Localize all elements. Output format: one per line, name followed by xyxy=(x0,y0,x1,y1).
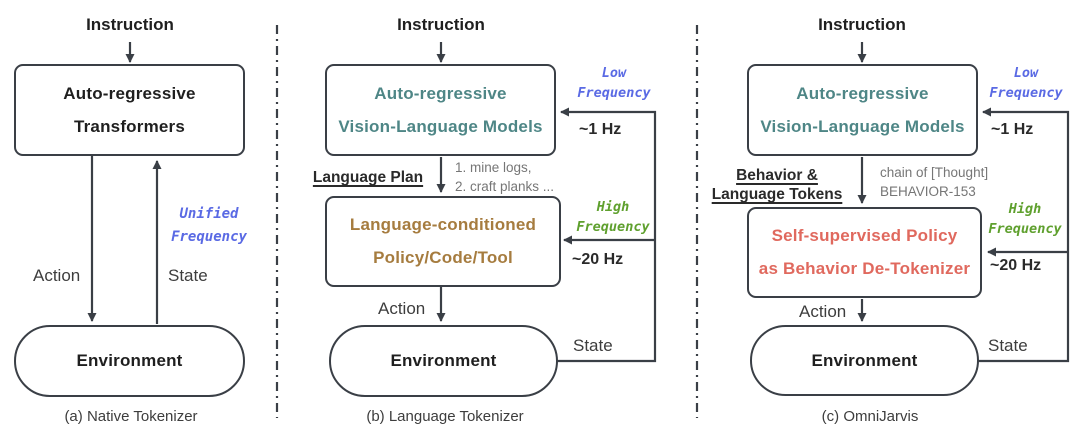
b-policy-box: Language-conditioned Policy/Code/Tool xyxy=(325,196,561,287)
b-state-label: State xyxy=(573,336,613,355)
a-caption: (a) Native Tokenizer xyxy=(64,408,198,425)
c-behavior-tokens-label: Behavior & Language Tokens xyxy=(711,167,843,203)
b-language-plan-label: Language Plan xyxy=(312,169,424,186)
a-transformers-line2: Transformers xyxy=(73,116,186,136)
c-state-label: State xyxy=(988,336,1028,355)
b-high-frequency-note: High Frequency xyxy=(576,199,650,235)
b-environment-box: Environment xyxy=(329,325,558,397)
c-low-frequency-note: Low Frequency xyxy=(989,65,1063,101)
b-policy-line2: Policy/Code/Tool xyxy=(373,248,513,267)
b-low-rate: ~1 Hz xyxy=(579,121,622,138)
c-detokenizer-line2: as Behavior De-Tokenizer xyxy=(758,259,971,278)
c-vlm-line1: Auto-regressive xyxy=(796,83,929,103)
c-instruction-label: Instruction xyxy=(818,15,906,34)
a-environment-box: Environment xyxy=(14,325,245,397)
a-transformers-line1: Auto-regressive xyxy=(63,83,196,103)
b-environment-label: Environment xyxy=(390,351,497,370)
c-environment-label: Environment xyxy=(811,350,918,370)
c-high-frequency-note: High Frequency xyxy=(988,201,1062,237)
c-environment-box: Environment xyxy=(750,325,979,396)
b-vlm-line2: Vision-Language Models xyxy=(338,116,543,136)
c-action-label: Action xyxy=(799,302,847,321)
c-caption: (c) OmniJarvis xyxy=(821,408,919,425)
a-environment-label: Environment xyxy=(76,351,183,370)
b-plan-note: 1. mine logs, 2. craft planks ... xyxy=(455,160,555,194)
a-unified-frequency-note: Unified Frequency xyxy=(171,206,247,245)
b-action-label: Action xyxy=(378,299,426,318)
c-tokens-note: chain of [Thought] BEHAVIOR-153 xyxy=(880,165,989,199)
b-caption: (b) Language Tokenizer xyxy=(366,408,524,425)
b-instruction-label: Instruction xyxy=(397,15,485,34)
c-high-rate: ~20 Hz xyxy=(990,257,1042,274)
a-transformers-box: Auto-regressive Transformers xyxy=(14,64,245,156)
b-vlm-box: Auto-regressive Vision-Language Models xyxy=(325,64,556,156)
c-vlm-line2: Vision-Language Models xyxy=(760,116,965,136)
a-action-label: Action xyxy=(33,266,81,285)
c-detokenizer-line1: Self-supervised Policy xyxy=(771,226,958,245)
b-vlm-line1: Auto-regressive xyxy=(374,83,507,103)
c-vlm-box: Auto-regressive Vision-Language Models xyxy=(747,64,978,156)
a-state-label: State xyxy=(168,266,208,285)
b-policy-line1: Language-conditioned xyxy=(349,215,537,234)
c-detokenizer-box: Self-supervised Policy as Behavior De-To… xyxy=(747,207,982,298)
b-high-rate: ~20 Hz xyxy=(572,251,624,268)
c-low-rate: ~1 Hz xyxy=(991,121,1034,138)
b-low-frequency-note: Low Frequency xyxy=(577,65,651,101)
a-instruction-label: Instruction xyxy=(86,15,174,34)
